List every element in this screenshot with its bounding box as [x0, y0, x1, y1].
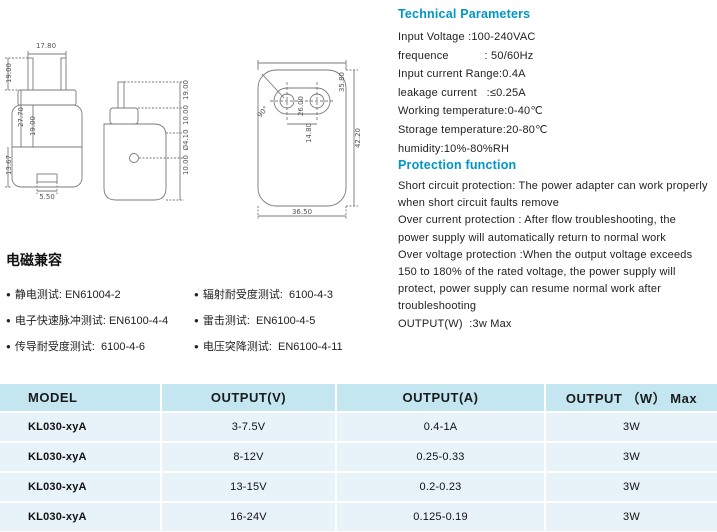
protection-line: troubleshooting — [398, 300, 477, 313]
table-cell-output-v: 8-12V — [162, 443, 335, 471]
dimension-label: 10.00 — [182, 104, 190, 126]
table-cell-output-a: 0.4-1A — [337, 413, 544, 441]
table-cell-output-a: 0.25-0.33 — [337, 443, 544, 471]
emc-test-item: ●辐射耐受度测试: 6100-4-3 — [194, 286, 391, 302]
protection-line: protect, power supply can resume normal … — [398, 283, 662, 296]
front-view-svg — [5, 51, 83, 194]
protection-line: OUTPUT(W) :3w Max — [398, 317, 512, 330]
protection-line: 150 to 180% of the rated voltage, the po… — [398, 266, 676, 279]
dimension-label: 10.00 — [182, 154, 190, 176]
tech-param-line: Input current Range:0.4A — [398, 68, 526, 81]
tech-param-line: Input Voltage :100-240VAC — [398, 31, 536, 43]
table-cell-output-v: 13-15V — [162, 473, 335, 501]
emc-test-item: ●雷击测试: EN6100-4-5 — [194, 312, 391, 328]
tech-param-line: Working temperature:0-40℃ — [398, 105, 543, 118]
face-view-svg — [257, 60, 358, 219]
dimension-label: 19.00 — [29, 115, 37, 137]
table-cell-output-a: 0.125-0.19 — [337, 503, 544, 531]
dimension-label: 17.80 — [35, 42, 57, 50]
tech-param-line: leakage current :≤0.25A — [398, 86, 526, 99]
table-header-output-a: OUTPUT(A) — [337, 384, 544, 411]
dimension-label: 14.80 — [305, 122, 313, 144]
protection-line: Short circuit protection: The power adap… — [398, 180, 708, 192]
protection-line: power supply will automatically return t… — [398, 231, 666, 244]
face-view-drawing — [250, 58, 365, 226]
table-cell-output-a: 0.2-0.23 — [337, 473, 544, 501]
table-cell-model: KL030-xyA — [0, 443, 160, 471]
dimension-label: Ø4.10 — [182, 129, 190, 151]
emc-test-item: ●电子快速脉冲测试: EN6100-4-4 — [6, 312, 194, 328]
dimension-label: 19.00 — [182, 79, 190, 101]
tech-param-line: humidity:10%-80%RH — [398, 142, 510, 155]
protection-function-lines: Short circuit protection: The power adap… — [398, 178, 714, 333]
table-cell-output-w: 3W — [546, 413, 717, 441]
protection-line: when short circuit faults remove — [398, 197, 560, 210]
emc-test-item: ●静电测试: EN61004-2 — [6, 286, 194, 302]
technical-parameters-section: Technical Parameters Input Voltage :100-… — [398, 7, 714, 158]
side-view-drawing — [96, 78, 196, 218]
table-cell-output-w: 3W — [546, 443, 717, 471]
dimension-label: 35.80 — [338, 71, 346, 93]
tech-param-line: frequence : 50/60Hz — [398, 49, 534, 62]
table-cell-model: KL030-xyA — [0, 413, 160, 441]
table-cell-output-v: 3-7.5V — [162, 413, 335, 441]
technical-parameters-lines: Input Voltage :100-240VAC frequence : 50… — [398, 28, 714, 158]
dimension-label: 5.50 — [39, 193, 55, 201]
front-view-drawing — [4, 50, 92, 212]
bullet-icon: ● — [194, 342, 199, 351]
emc-test-label: 辐射耐受度测试: 6100-4-3 — [202, 289, 334, 301]
dimension-label: 26.00 — [297, 95, 305, 117]
dimension-label: 27.70 — [17, 106, 25, 128]
dimension-label: 36.50 — [291, 208, 313, 216]
emc-test-label: 传导耐受度测试: 6100-4-6 — [14, 341, 146, 353]
table-header-model: MODEL — [0, 384, 160, 411]
emc-test-label: 静电测试: EN61004-2 — [14, 289, 121, 301]
dimension-label: 13.67 — [5, 154, 13, 176]
table-cell-output-w: 3W — [546, 503, 717, 531]
protection-line: Over voltage protection :When the output… — [398, 248, 693, 261]
emc-test-item: ●传导耐受度测试: 6100-4-6 — [6, 338, 194, 354]
protection-function-section: Protection function Short circuit protec… — [398, 158, 714, 333]
side-view-svg — [103, 81, 184, 201]
emc-test-item: ●电压突降测试: EN6100-4-11 — [194, 338, 391, 354]
table-cell-model: KL030-xyA — [0, 503, 160, 531]
emc-test-label: 电子快速脉冲测试: EN6100-4-4 — [14, 315, 169, 327]
emc-test-label: 电压突降测试: EN6100-4-11 — [202, 341, 343, 353]
emc-test-list: ●静电测试: EN61004-2 ●辐射耐受度测试: 6100-4-3 ●电子快… — [6, 286, 391, 354]
bullet-icon: ● — [6, 342, 11, 351]
bullet-icon: ● — [194, 316, 199, 325]
table-cell-output-v: 16-24V — [162, 503, 335, 531]
emc-test-label: 雷击测试: EN6100-4-5 — [202, 315, 316, 327]
dimension-label: 42.20 — [354, 127, 362, 149]
tech-param-line: Storage temperature:20-80℃ — [398, 123, 548, 136]
dimension-label: 19.00 — [5, 62, 13, 84]
table-cell-model: KL030-xyA — [0, 473, 160, 501]
bullet-icon: ● — [6, 316, 11, 325]
protection-function-title: Protection function — [398, 158, 517, 172]
technical-parameters-title: Technical Parameters — [398, 7, 531, 21]
table-header-output-w: OUTPUT （W） Max — [546, 384, 717, 411]
bullet-icon: ● — [6, 290, 11, 299]
bullet-icon: ● — [194, 290, 199, 299]
table-header-output-v: OUTPUT(V) — [162, 384, 335, 411]
emc-title: 电磁兼容 — [6, 252, 62, 268]
protection-line: Over current protection : After flow tro… — [398, 214, 676, 227]
emc-section: 电磁兼容 ●静电测试: EN61004-2 ●辐射耐受度测试: 6100-4-3… — [6, 250, 391, 354]
table-cell-output-w: 3W — [546, 473, 717, 501]
output-spec-table: MODEL OUTPUT(V) OUTPUT(A) OUTPUT （W） Max… — [0, 384, 717, 531]
